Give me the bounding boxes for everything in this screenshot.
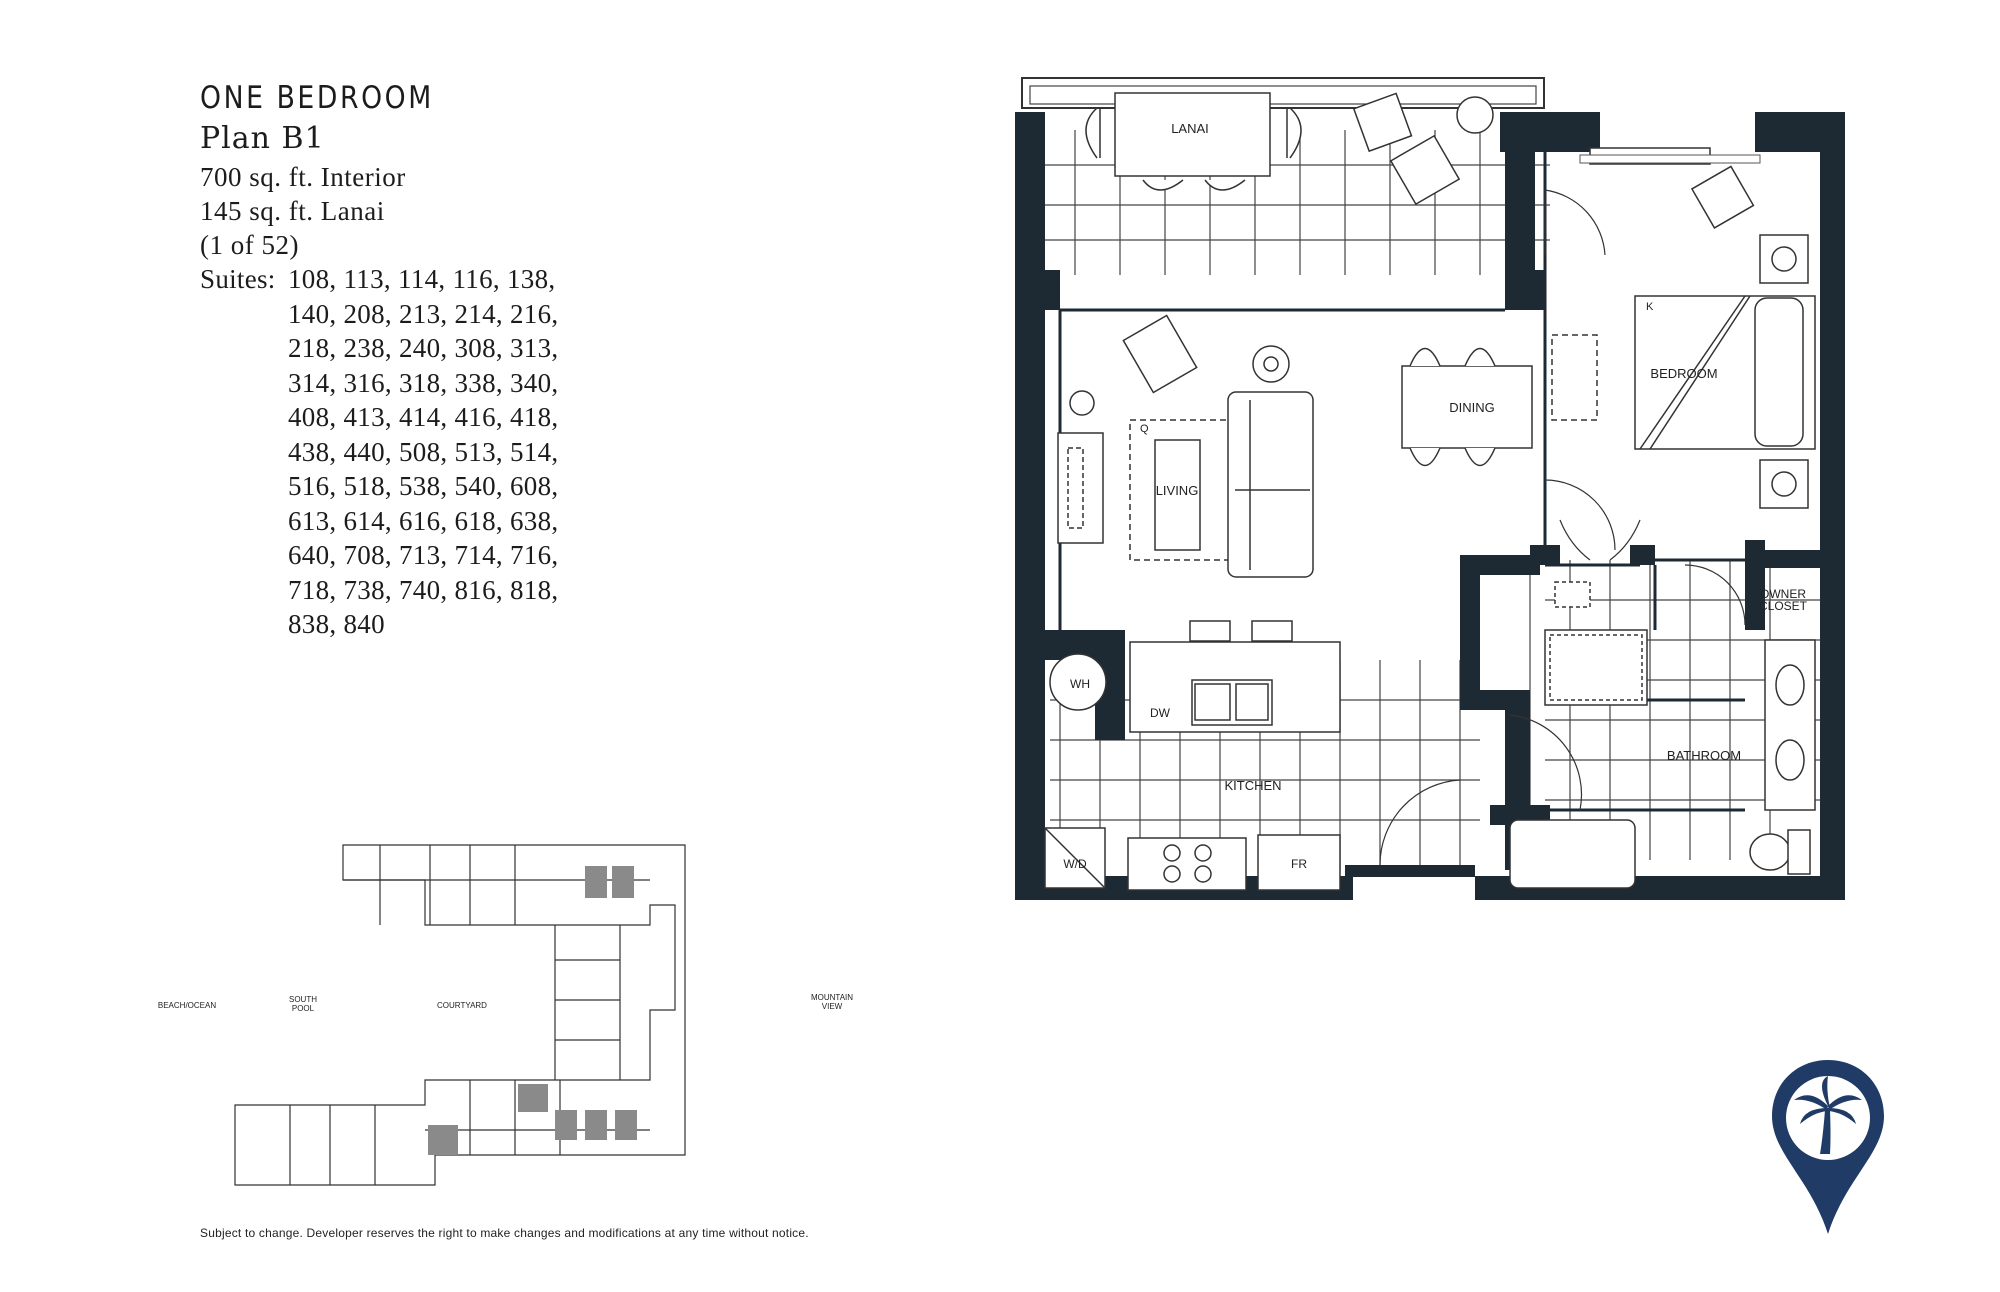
room-label-living: LIVING: [1156, 483, 1199, 498]
room-label-closet: CLOSET: [1759, 599, 1808, 613]
kitchen-fixtures: [1044, 620, 1341, 891]
room-label-bedroom: BEDROOM: [1650, 366, 1717, 381]
water-heater-label: WH: [1070, 677, 1090, 691]
bedroom-furniture: [1551, 147, 1816, 509]
unit-count: (1 of 52): [200, 230, 299, 260]
door-swings: [1379, 189, 1746, 866]
walls: [1015, 112, 1845, 900]
location-pin-logo: [1772, 1060, 1884, 1234]
suites-row: Suites: 108, 113, 114, 116, 138, 140, 20…: [200, 262, 720, 642]
plan-b1-highlighted-units: [428, 866, 637, 1155]
fridge-label: FR: [1291, 857, 1307, 871]
site-label-courtyard: COURTYARD: [437, 1001, 487, 1010]
room-label-dining: DINING: [1449, 400, 1495, 415]
plan-name: Plan B1: [200, 121, 325, 156]
room-label-bathroom: BATHROOM: [1667, 748, 1741, 763]
palm-tree-icon: [1794, 1076, 1862, 1154]
disclaimer: Subject to change. Developer reserves th…: [200, 1226, 809, 1240]
chair-marker-label: Q: [1140, 423, 1149, 435]
dishwasher-label: DW: [1150, 706, 1171, 720]
plan-info: ONE BEDROOM Plan B1 700 sq. ft. Interior…: [200, 78, 720, 642]
site-label-beach: BEACH/OCEAN: [158, 1001, 216, 1010]
room-label-lanai: LANAI: [1171, 121, 1209, 136]
building-outline: [234, 844, 686, 1186]
washer-dryer-label: W/D: [1063, 857, 1087, 871]
lanai-furniture: [1085, 92, 1494, 206]
site-label-pool-2: POOL: [292, 1004, 315, 1013]
interior-area: 700 sq. ft. Interior: [200, 162, 406, 192]
room-label-kitchen: KITCHEN: [1224, 778, 1281, 793]
lanai-area: 145 sq. ft. Lanai: [200, 196, 385, 226]
floor-plan: LANAI BEDROOM DINING LIVING KITCHEN BATH…: [1015, 77, 1845, 900]
site-plan: BEACH/OCEAN SOUTH POOL COURTYARD MOUNTAI…: [158, 844, 853, 1186]
bathroom-fixtures: [1509, 581, 1816, 889]
suites-list: 108, 113, 114, 116, 138, 140, 208, 213, …: [288, 264, 559, 639]
bed-marker-label: K: [1646, 301, 1654, 313]
site-label-mountain-2: VIEW: [822, 1002, 843, 1011]
site-label-mountain-1: MOUNTAIN: [811, 993, 853, 1002]
plan-title: ONE BEDROOM: [200, 80, 434, 116]
room-label-owner: OWNER: [1760, 587, 1806, 601]
site-label-pool-1: SOUTH: [289, 995, 317, 1004]
suites-label: Suites:: [200, 264, 276, 294]
living-dining-furniture: [1057, 314, 1533, 578]
